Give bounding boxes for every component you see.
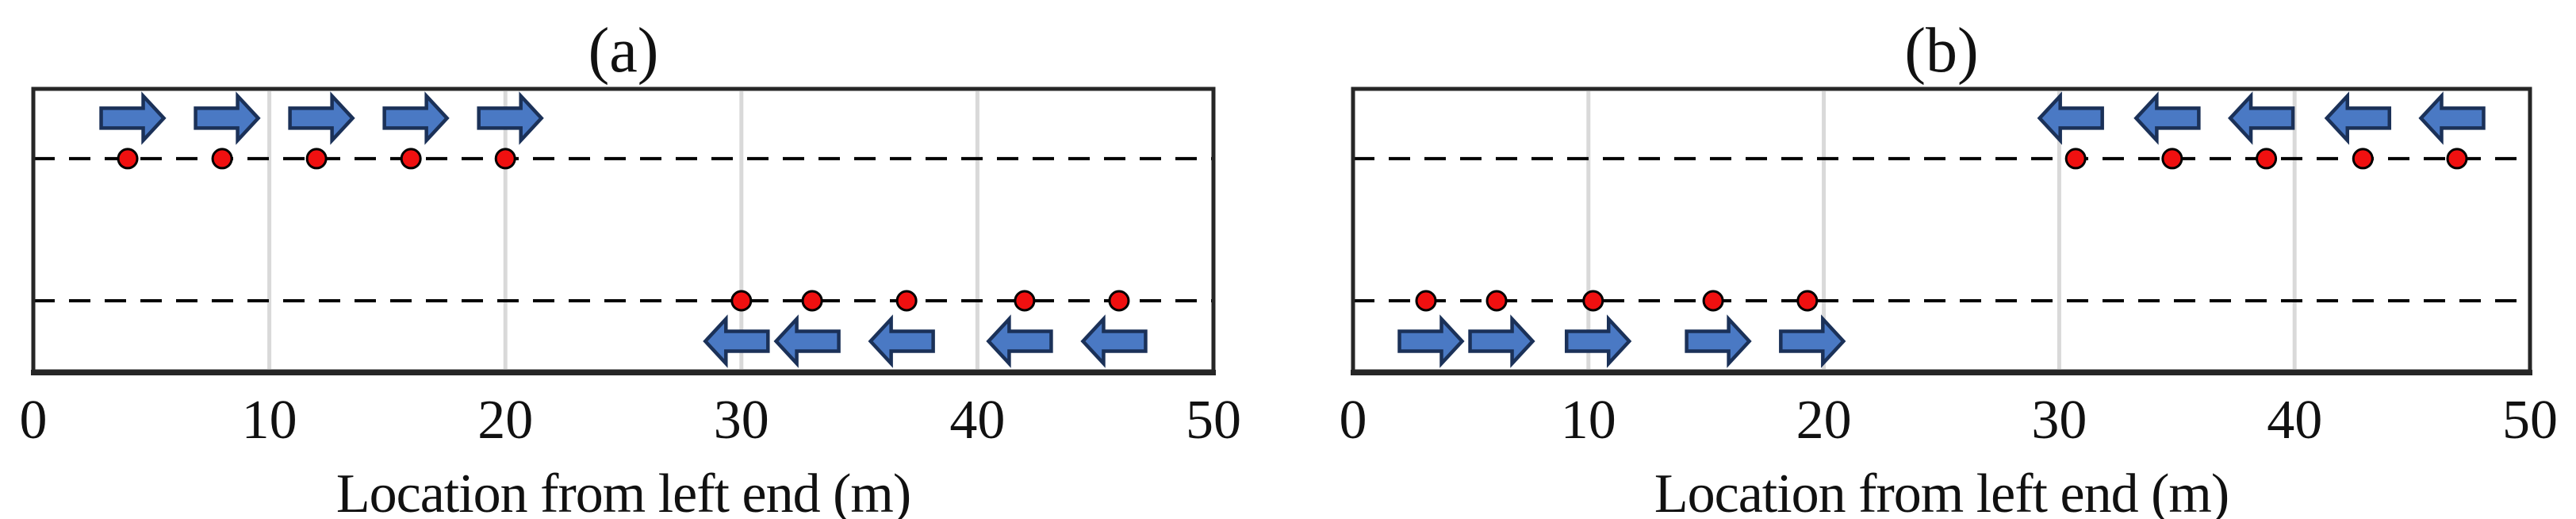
agent-dot (1796, 290, 1819, 312)
direction-arrow-left (773, 314, 841, 368)
direction-arrow-left (2228, 91, 2295, 145)
agent-dot (1582, 290, 1604, 312)
x-tick-label: 20 (1796, 390, 1852, 451)
direction-arrow-left (986, 314, 1053, 368)
agent-dot (730, 290, 753, 312)
panel-b-xlabel: Location from left end (m) (1654, 463, 2229, 519)
direction-arrow-right (1397, 314, 1465, 368)
x-tick-label: 10 (1561, 390, 1616, 451)
x-tick-label: 30 (2031, 390, 2087, 451)
direction-arrow-right (477, 91, 544, 145)
agent-dot (2161, 148, 2183, 170)
agent-dot (117, 148, 139, 170)
direction-arrow-right (99, 91, 167, 145)
x-tick-label: 30 (714, 390, 769, 451)
agent-dot (400, 148, 422, 170)
panel-b-plot-area: 0 10 20 30 40 50 (1340, 86, 2558, 451)
agent-dot (1108, 290, 1130, 312)
agent-dot (1702, 290, 1724, 312)
panel-a-title: (a) (588, 16, 659, 86)
direction-arrow-left (2037, 91, 2104, 145)
plot-box-border (31, 86, 1216, 374)
x-tick-label: 0 (20, 390, 48, 451)
panel-b-title: (b) (1904, 16, 1978, 86)
x-tick-label: 40 (949, 390, 1005, 451)
plot-box-border (1351, 86, 2532, 374)
direction-arrow-right (194, 91, 261, 145)
x-tick-label: 40 (2267, 390, 2322, 451)
agent-dot (2064, 148, 2087, 170)
direction-arrow-left (2133, 91, 2201, 145)
direction-arrow-left (868, 314, 935, 368)
x-tick-label: 20 (477, 390, 533, 451)
direction-arrow-right (1564, 314, 1632, 368)
panel-b: (b) 0 10 20 30 40 50 Location from left end (… (1340, 16, 2559, 519)
direction-arrow-right (1779, 314, 1846, 368)
agent-dot (1485, 290, 1508, 312)
panel-a-xlabel: Location from left end (m) (336, 463, 910, 519)
agent-dot (1014, 290, 1036, 312)
direction-arrow-left (2418, 91, 2486, 145)
agent-dot (2256, 148, 2278, 170)
x-tick-label: 50 (1186, 390, 1241, 451)
agent-dot (1415, 290, 1437, 312)
agent-dot (801, 290, 823, 312)
agent-dot (494, 148, 516, 170)
direction-arrow-right (382, 91, 450, 145)
agent-dot (211, 148, 233, 170)
direction-arrow-right (288, 91, 355, 145)
agent-dot (2352, 148, 2374, 170)
direction-arrow-right (1468, 314, 1535, 368)
panel-a-plot-area: 0 10 20 30 40 50 (20, 86, 1241, 451)
agent-dot (895, 290, 918, 312)
x-tick-label: 0 (1340, 390, 1367, 451)
panel-a: (a) 0 10 20 30 40 50 Location from left end (… (20, 16, 1242, 519)
direction-arrow-right (1685, 314, 1752, 368)
agent-dot (305, 148, 328, 170)
agent-dot (2446, 148, 2468, 170)
direction-arrow-left (1080, 314, 1148, 368)
x-tick-label: 10 (242, 390, 297, 451)
x-tick-label: 50 (2502, 390, 2558, 451)
direction-arrow-left (2324, 91, 2392, 145)
direction-arrow-left (703, 314, 770, 368)
